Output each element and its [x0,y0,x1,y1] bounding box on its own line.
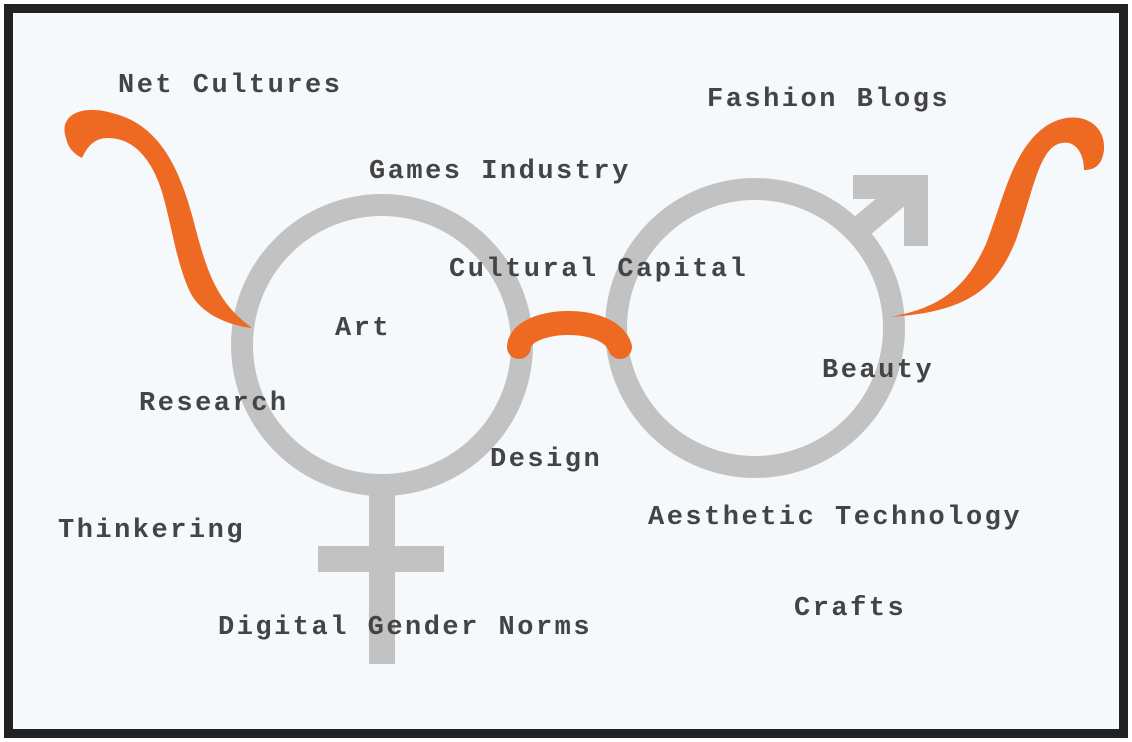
label-design: Design [490,445,603,475]
diagram-canvas: Net Cultures Fashion Blogs Games Industr… [4,4,1128,738]
label-cultural-capital: Cultural Capital [449,255,749,285]
eyeglasses-bridge-icon [507,310,632,359]
label-beauty: Beauty [822,356,935,386]
venus-stem [369,484,395,664]
eyeglasses-temple-right-icon [890,117,1105,318]
mars-ring [605,178,905,478]
eyeglasses-temple-left-icon [64,109,252,328]
label-aesthetic-technology: Aesthetic Technology [648,503,1023,533]
label-crafts: Crafts [794,594,907,624]
label-art: Art [335,314,392,344]
glasses-gender-symbols-graphic [64,109,1105,664]
venus-crossbar [318,546,444,572]
label-net-cultures: Net Cultures [118,71,343,101]
label-thinkering: Thinkering [58,516,246,546]
label-games-industry: Games Industry [369,157,631,187]
mars-arrow-head [853,175,928,246]
label-fashion-blogs: Fashion Blogs [707,85,951,115]
label-research: Research [139,389,289,419]
label-digital-gender-norms: Digital Gender Norms [218,613,593,643]
venus-ring [231,194,533,496]
mars-symbol-icon [605,175,928,478]
